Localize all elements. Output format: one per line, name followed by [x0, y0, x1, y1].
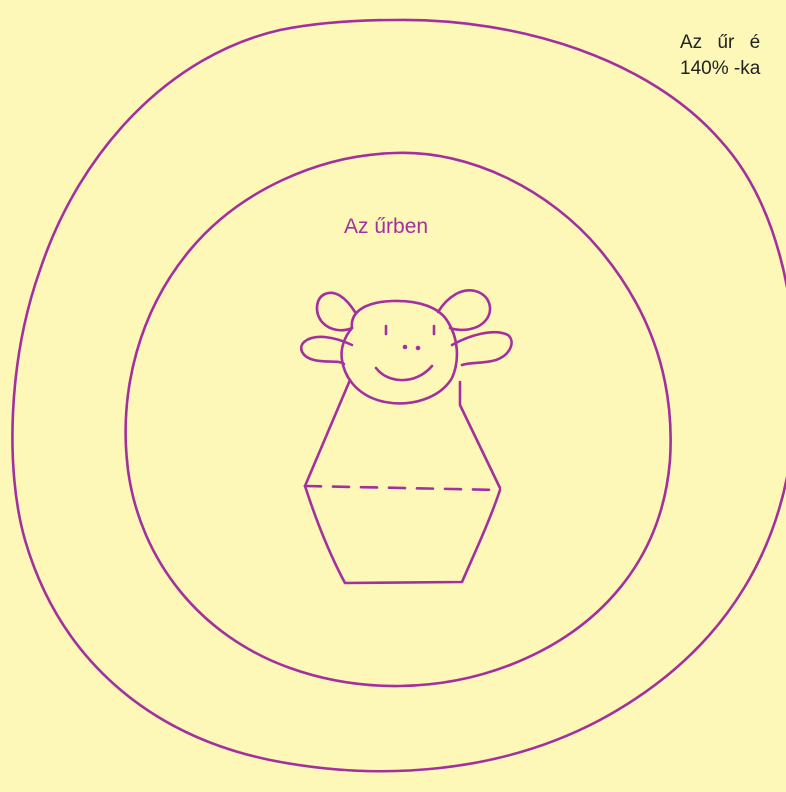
note-text: Az űr é 140% -ka: [680, 30, 786, 82]
note-line-1: Az űr é: [680, 30, 786, 56]
toy-figure-icon: [301, 290, 511, 583]
note-line-2: 140% -ka: [680, 56, 786, 82]
inner-label: Az űrben: [344, 215, 428, 239]
